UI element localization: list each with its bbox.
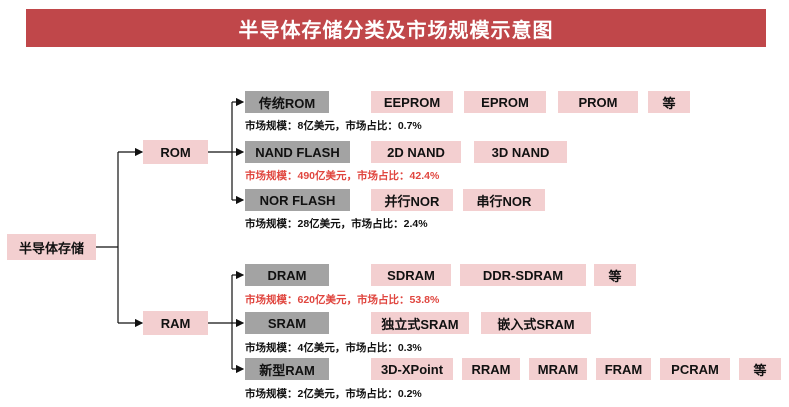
market-note-new-ram: 市场规模：2亿美元，市场占比：0.2% bbox=[245, 388, 422, 400]
item-pcram: PCRAM bbox=[660, 358, 730, 380]
category-node-nand-flash: NAND FLASH bbox=[245, 141, 350, 163]
market-note-traditional-rom: 市场规模：8亿美元，市场占比：0.7% bbox=[245, 120, 422, 132]
category-node-sram: SRAM bbox=[245, 312, 329, 334]
market-note-nor-flash: 市场规模：28亿美元，市场占比：2.4% bbox=[245, 218, 428, 230]
category-node-dram: DRAM bbox=[245, 264, 329, 286]
item-sdram: SDRAM bbox=[371, 264, 451, 286]
page-title: 半导体存储分类及市场规模示意图 bbox=[26, 9, 766, 47]
item-2d-nand: 2D NAND bbox=[371, 141, 461, 163]
item-embedded-sram: 嵌入式SRAM bbox=[481, 312, 591, 334]
item-eprom: EPROM bbox=[464, 91, 546, 113]
category-node-new-ram: 新型RAM bbox=[245, 358, 329, 380]
market-note-dram: 市场规模：620亿美元，市场占比：53.8% bbox=[245, 294, 440, 306]
item-3d-nand: 3D NAND bbox=[474, 141, 567, 163]
item-3d-xpoint: 3D-XPoint bbox=[371, 358, 453, 380]
group-node-ram: RAM bbox=[143, 311, 208, 335]
market-note-sram: 市场规模：4亿美元，市场占比：0.3% bbox=[245, 342, 422, 354]
item-standalone-sram: 独立式SRAM bbox=[371, 312, 469, 334]
root-node: 半导体存储 bbox=[7, 234, 96, 260]
group-node-rom: ROM bbox=[143, 140, 208, 164]
item-rram: RRAM bbox=[462, 358, 520, 380]
item-etc: 等 bbox=[594, 264, 636, 286]
item-eeprom: EEPROM bbox=[371, 91, 453, 113]
item-prom: PROM bbox=[558, 91, 638, 113]
category-node-traditional-rom: 传统ROM bbox=[245, 91, 329, 113]
category-node-nor-flash: NOR FLASH bbox=[245, 189, 350, 211]
item-serial-nor: 串行NOR bbox=[463, 189, 545, 211]
item-fram: FRAM bbox=[596, 358, 651, 380]
item-parallel-nor: 并行NOR bbox=[371, 189, 453, 211]
item-mram: MRAM bbox=[529, 358, 587, 380]
market-note-nand-flash: 市场规模：490亿美元，市场占比：42.4% bbox=[245, 170, 440, 182]
item-ddr-sdram: DDR-SDRAM bbox=[460, 264, 586, 286]
item-etc: 等 bbox=[648, 91, 690, 113]
item-etc: 等 bbox=[739, 358, 781, 380]
